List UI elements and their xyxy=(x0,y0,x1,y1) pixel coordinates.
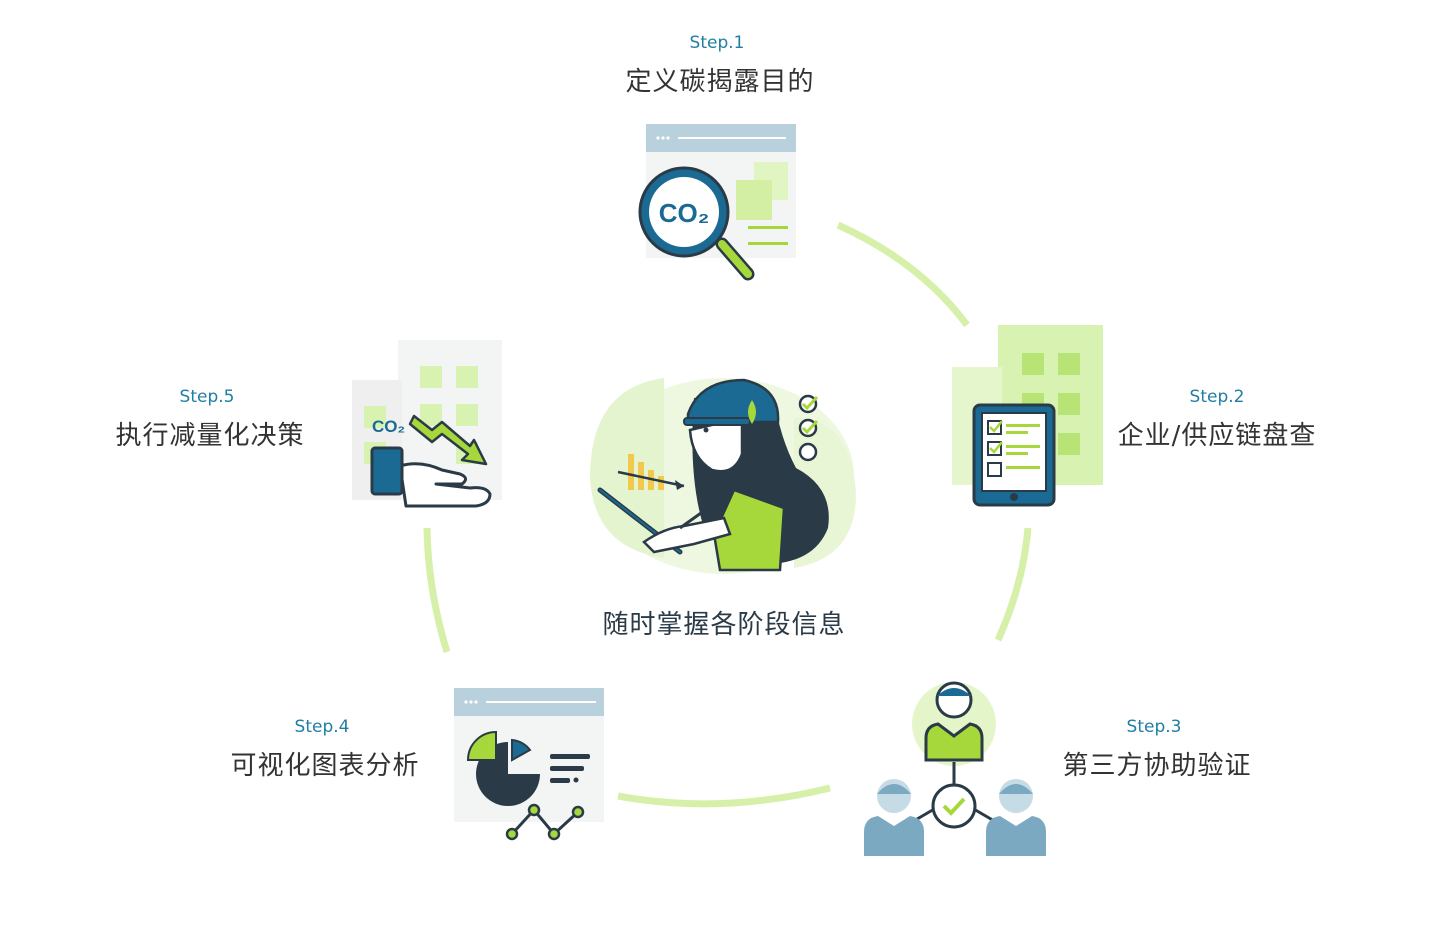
step3-title: 第三方协助验证 xyxy=(1062,751,1252,781)
co2-text: CO₂ xyxy=(372,417,405,436)
co2-text: CO₂ xyxy=(659,198,710,228)
chart-dashboard-icon xyxy=(454,688,604,841)
step4-title: 可视化图表分析 xyxy=(230,751,420,781)
arc-step3-step4 xyxy=(617,784,831,808)
co2-magnifier-icon: CO₂ xyxy=(638,124,796,281)
step1-label: Step.1 xyxy=(689,33,745,53)
step1-title: 定义碳揭露目的 xyxy=(625,67,815,97)
people-verification-icon xyxy=(864,681,1046,856)
arc-step1-step2 xyxy=(836,221,970,328)
step2-label: Step.2 xyxy=(1189,387,1245,407)
step5-title: 执行减量化决策 xyxy=(115,421,305,451)
step5-label: Step.5 xyxy=(179,387,235,407)
woman-with-tablet-illustration xyxy=(590,378,856,574)
arc-step4-step5 xyxy=(423,527,451,654)
step3-label: Step.3 xyxy=(1126,717,1182,737)
tablet-checklist-icon xyxy=(952,325,1103,507)
co2-reduction-hand-icon: CO₂ xyxy=(352,340,502,508)
arc-step2-step3 xyxy=(994,527,1032,642)
center-title: 随时掌握各阶段信息 xyxy=(602,610,846,640)
step4-label: Step.4 xyxy=(294,717,350,737)
step2-title: 企业/供应链盘查 xyxy=(1117,421,1317,451)
